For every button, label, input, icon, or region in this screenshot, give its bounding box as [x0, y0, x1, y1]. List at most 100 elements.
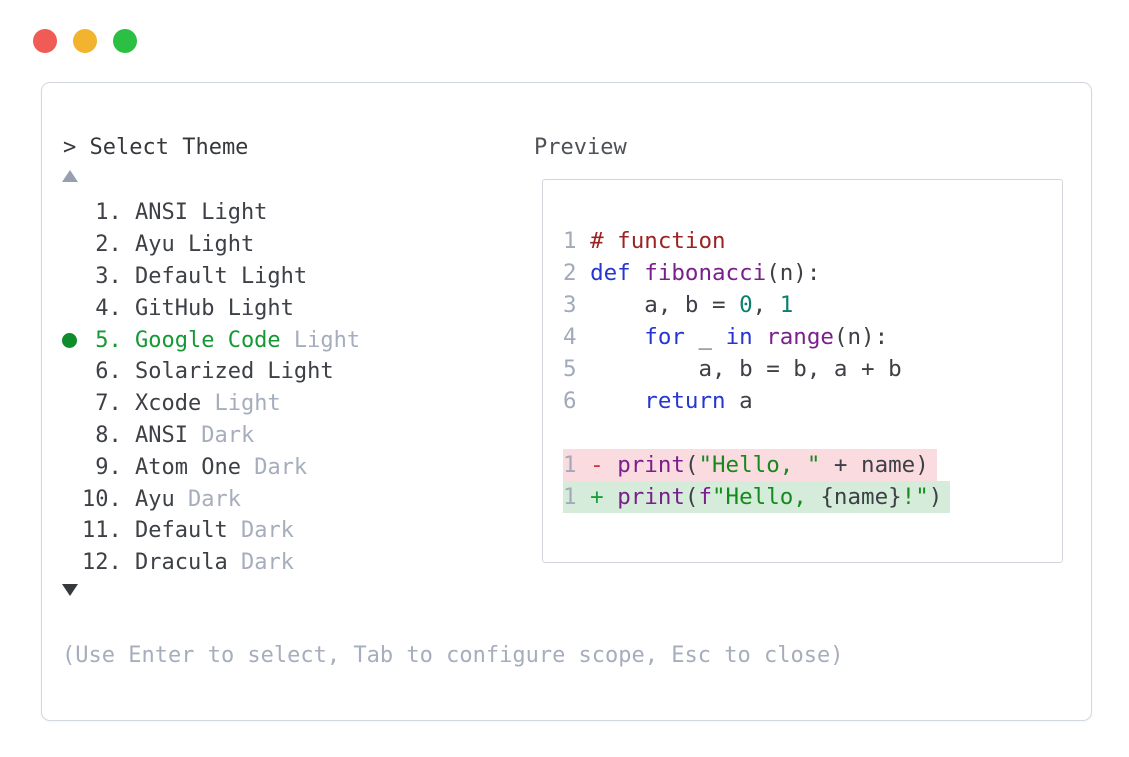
code-token: def — [590, 260, 631, 286]
code-token: - — [590, 452, 618, 478]
theme-item-number: 1. — [95, 200, 122, 226]
code-token: ( — [684, 452, 699, 478]
theme-prompt: > Select Theme — [63, 135, 249, 160]
diff-added-line: 1 + print(f"Hello, {name}!") — [563, 481, 1062, 513]
diff-removed-highlight: 1 - print("Hello, " + name) — [563, 449, 937, 481]
theme-item-name: Google Code — [121, 327, 281, 353]
theme-item-number: 2. — [95, 232, 122, 258]
theme-list-item[interactable]: 8. ANSI Dark — [56, 420, 360, 452]
theme-item-number: 6. — [95, 359, 122, 385]
code-token: range — [766, 324, 834, 350]
code-token: + name) — [820, 452, 929, 478]
line-number: 1 — [563, 484, 591, 510]
theme-item-number: 10. — [82, 486, 122, 512]
code-token: "Hello, — [712, 484, 821, 510]
diff-added-highlight: 1 + print(f"Hello, {name}!") — [563, 481, 951, 513]
footer-hint: (Use Enter to select, Tab to configure s… — [62, 643, 844, 668]
maximize-button-icon[interactable] — [113, 29, 137, 53]
minimize-button-icon[interactable] — [73, 29, 97, 53]
code-line: 6 return a — [563, 385, 1062, 417]
theme-item-number: 12. — [82, 550, 122, 576]
line-number: 3 — [563, 292, 591, 318]
theme-item-variant: Dark — [227, 518, 294, 544]
theme-item-number: 3. — [95, 263, 122, 289]
code-line: 2 def fibonacci(n): — [563, 257, 1062, 289]
theme-list-item[interactable]: 5. Google Code Light — [56, 324, 360, 356]
close-button-icon[interactable] — [33, 29, 57, 53]
code-token: {name} — [820, 484, 902, 510]
code-token: 1 — [779, 292, 794, 318]
code-token: + — [590, 484, 618, 510]
theme-item-name: Default — [121, 518, 228, 544]
scroll-up-icon[interactable] — [62, 170, 78, 182]
code-token: _ — [684, 324, 726, 350]
code-token: print — [617, 452, 685, 478]
line-number: 2 — [563, 260, 591, 286]
theme-item-number: 5. — [95, 327, 122, 353]
theme-list-item[interactable]: 12. Dracula Dark — [56, 547, 360, 579]
code-token: 0 — [739, 292, 753, 318]
theme-item-name: Atom One — [121, 454, 241, 480]
theme-list-item[interactable]: 9. Atom One Dark — [56, 451, 360, 483]
theme-item-variant: Dark — [240, 454, 308, 480]
preview-label: Preview — [534, 135, 627, 160]
code-line: 5 a, b = b, a + b — [563, 353, 1062, 385]
code-token — [590, 388, 644, 414]
code-token: print — [617, 484, 685, 510]
theme-item-name: Ayu Light — [121, 232, 255, 258]
line-number: 4 — [563, 324, 591, 350]
code-line: 3 a, b = 0, 1 — [563, 289, 1062, 321]
code-token: !" — [901, 484, 929, 510]
code-line — [563, 417, 1062, 449]
theme-list-item[interactable]: 10. Ayu Dark — [56, 483, 360, 515]
theme-item-variant: Dark — [174, 486, 241, 512]
theme-item-variant: Light — [280, 327, 361, 353]
line-number: 5 — [563, 356, 591, 382]
code-token: f — [698, 484, 713, 510]
line-number: 1 — [563, 228, 591, 254]
code-token: (n): — [833, 324, 889, 350]
theme-item-name: Solarized Light — [121, 359, 334, 385]
code-token: (n): — [766, 260, 821, 286]
theme-item-variant: Dark — [187, 422, 255, 448]
theme-list-item[interactable]: 3. Default Light — [56, 261, 360, 293]
selected-dot-icon — [61, 332, 77, 348]
code-token: ( — [684, 484, 699, 510]
theme-item-name: GitHub Light — [121, 295, 294, 321]
code-token: a — [725, 388, 753, 414]
theme-list-item[interactable]: 6. Solarized Light — [56, 356, 360, 388]
preview-panel: 1 # function 2 def fibonacci(n):3 a, b = … — [542, 179, 1063, 563]
theme-item-variant: Dark — [227, 550, 294, 576]
theme-list-item[interactable]: 4. GitHub Light — [56, 292, 360, 324]
code-token: # function — [590, 228, 726, 254]
code-block: 1 # function 2 def fibonacci(n):3 a, b = … — [543, 180, 1062, 513]
theme-item-number: 7. — [95, 391, 122, 417]
theme-item-number: 4. — [95, 295, 122, 321]
theme-item-number: 9. — [95, 454, 122, 480]
theme-item-number: 8. — [95, 422, 122, 448]
code-token: "Hello, " — [698, 452, 821, 478]
line-number: 6 — [563, 388, 591, 414]
code-token: in — [725, 324, 753, 350]
theme-list-item[interactable]: 2. Ayu Light — [56, 229, 360, 261]
window-controls — [33, 29, 137, 53]
code-token — [753, 324, 767, 350]
line-number: 1 — [563, 452, 591, 478]
diff-removed-line: 1 - print("Hello, " + name) — [563, 449, 1062, 481]
selected-dot-icon — [56, 332, 82, 348]
theme-list-item[interactable]: 7. Xcode Light — [56, 388, 360, 420]
theme-item-name: ANSI Light — [121, 200, 268, 226]
code-token: , — [752, 292, 780, 318]
theme-list-item[interactable]: 11. Default Dark — [56, 515, 360, 547]
code-token: ) — [928, 484, 943, 510]
theme-item-name: ANSI — [121, 422, 188, 448]
scroll-down-icon[interactable] — [62, 584, 78, 596]
theme-item-name: Dracula — [121, 550, 228, 576]
theme-item-name: Ayu — [121, 486, 175, 512]
code-token: a, b = — [590, 292, 740, 318]
code-token — [590, 324, 644, 350]
code-token: return — [644, 388, 726, 414]
theme-list-item[interactable]: 1. ANSI Light — [56, 197, 360, 229]
